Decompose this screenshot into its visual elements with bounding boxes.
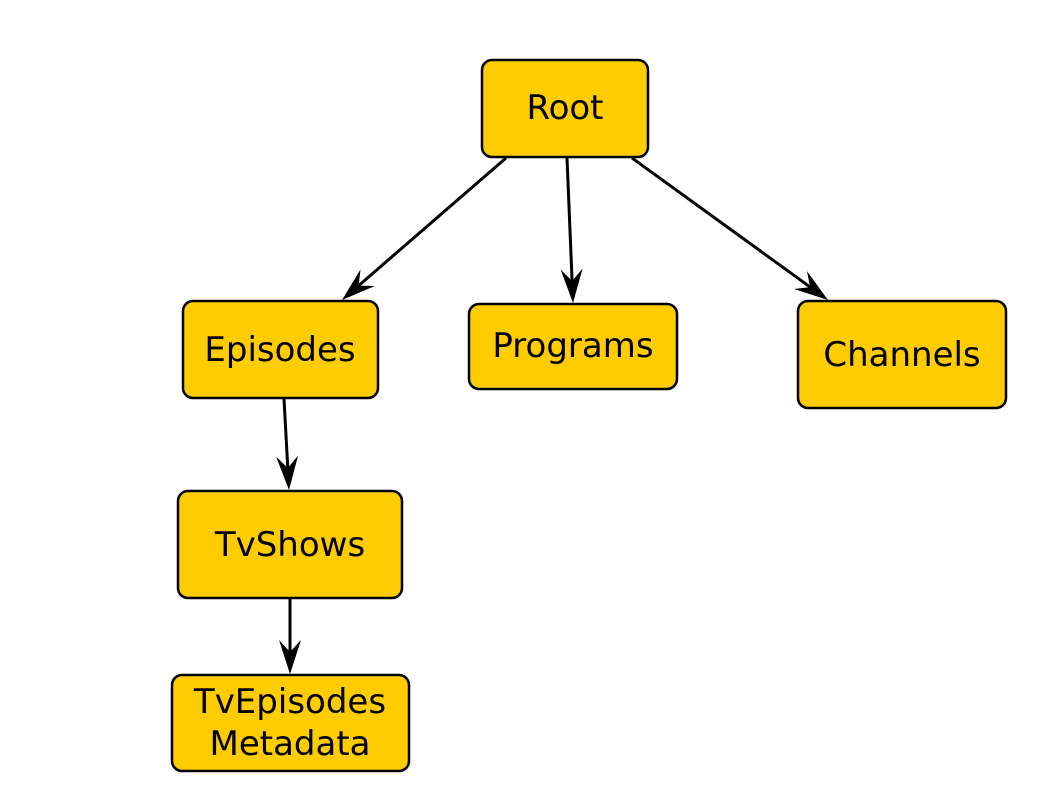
node-episodes-label: Episodes — [204, 330, 355, 370]
edges-layer — [276, 156, 828, 674]
arrowhead-root-to-episodes — [342, 269, 375, 300]
edge-episodes-to-tvshows — [282, 398, 290, 469]
edge-root-to-channels — [631, 156, 812, 289]
node-tvepisodes-metadata-label-line1: TvEpisodes — [193, 682, 386, 722]
arrowhead-root-to-programs — [560, 268, 583, 303]
node-tvepisodes-metadata-label-line2: Metadata — [209, 724, 370, 764]
arrowhead-episodes-to-tvshows — [276, 455, 299, 490]
node-tvepisodes-metadata: TvEpisodes Metadata — [170, 673, 411, 773]
node-tvshows-label: TvShows — [214, 525, 365, 565]
edge-root-to-programs — [565, 157, 574, 282]
edge-root-to-episodes — [357, 156, 507, 287]
node-channels-box — [796, 299, 1008, 410]
node-channels-label: Channels — [823, 335, 980, 375]
node-episodes-box — [181, 299, 380, 400]
node-tvepisodes-metadata-box — [170, 673, 411, 773]
node-episodes: Episodes — [181, 299, 380, 400]
node-programs-box — [467, 302, 679, 391]
node-root-label: Root — [526, 88, 603, 128]
node-root: Root — [480, 58, 650, 159]
node-programs: Programs — [467, 302, 679, 391]
node-channels: Channels — [796, 299, 1008, 410]
node-tvshows: TvShows — [176, 489, 404, 600]
arrowhead-root-to-channels — [794, 271, 828, 300]
node-root-box — [480, 58, 650, 159]
arrowhead-tvshows-to-tvepisodes_metadata — [279, 640, 301, 674]
node-programs-label: Programs — [492, 326, 653, 366]
node-tvshows-box — [176, 489, 404, 600]
